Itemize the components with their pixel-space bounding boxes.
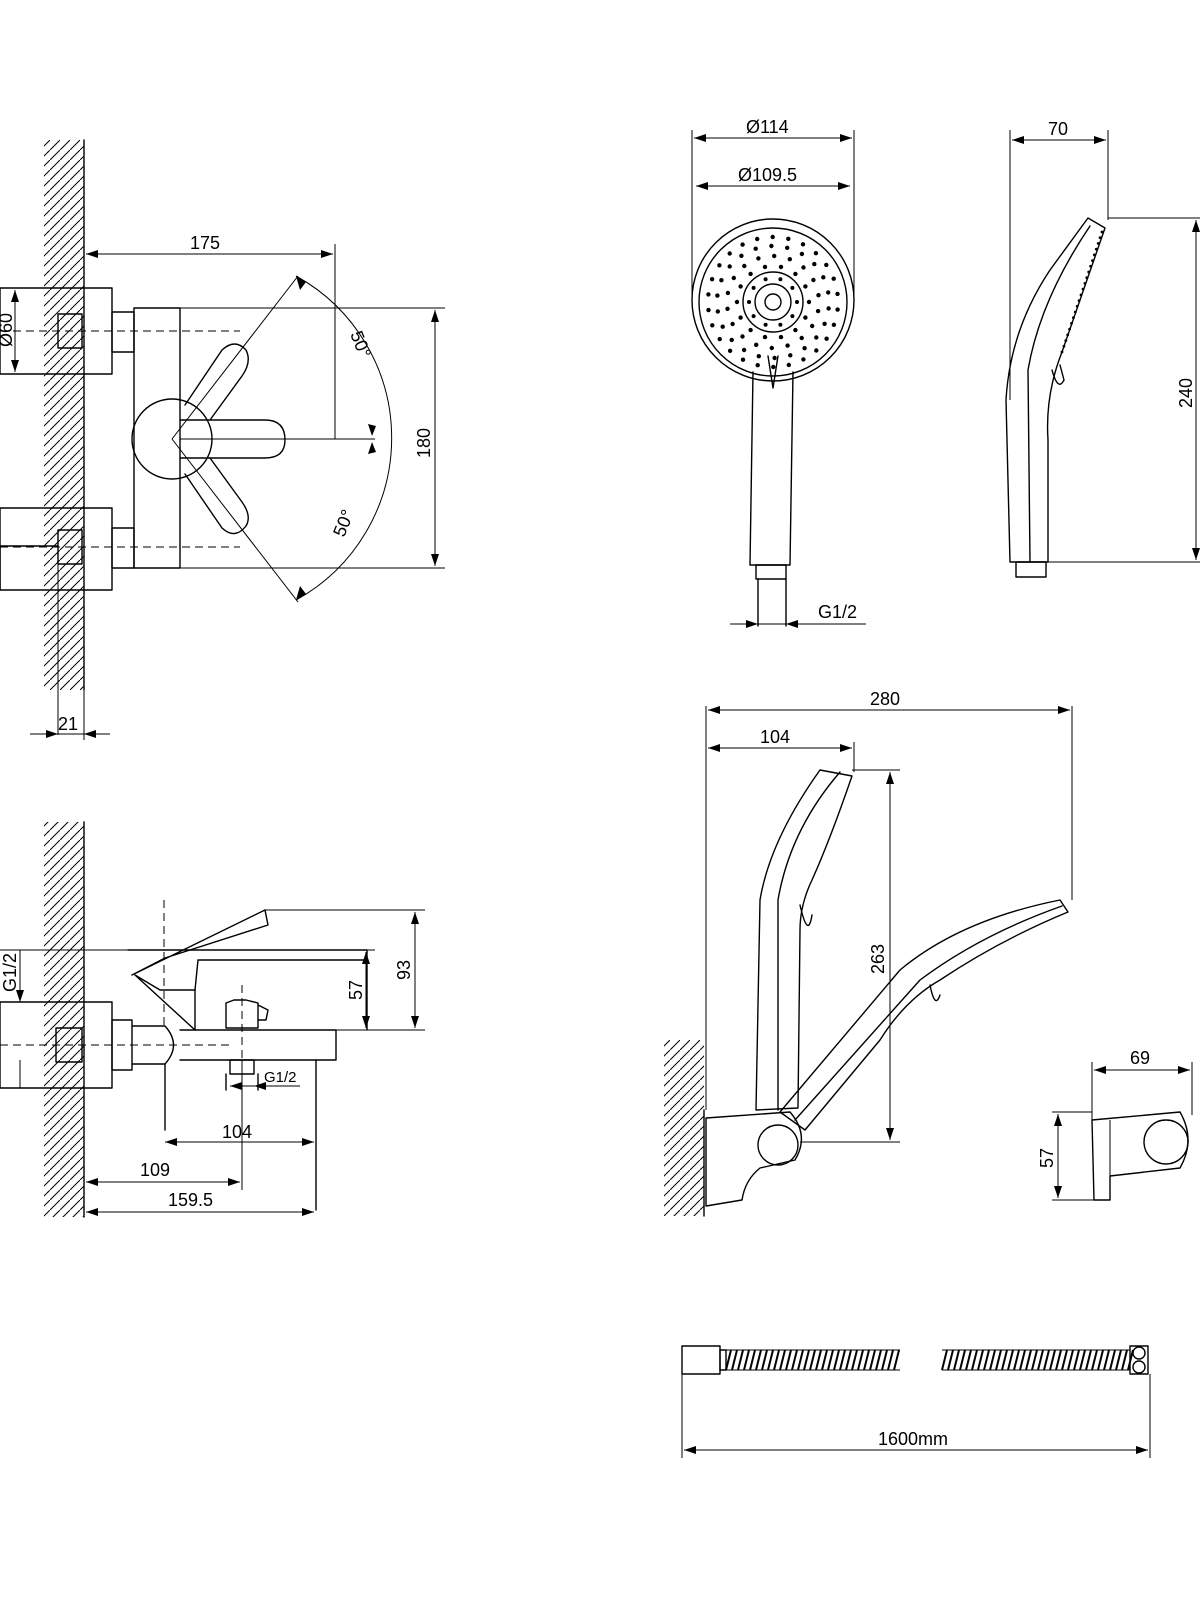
spray-holes [706, 234, 840, 370]
dim-21: 21 [58, 714, 78, 734]
dim-left-thread: G1/2 [0, 953, 20, 992]
dim-240: 240 [1176, 378, 1196, 408]
dim-104-side: 104 [222, 1122, 252, 1142]
dim-dia60: Ø60 [0, 313, 16, 347]
mixer-side-view: G1/2 G1/2 57 93 104 109 [0, 821, 425, 1218]
dim-dia114: Ø114 [746, 117, 789, 137]
shower-head-front-view: Ø114 Ø109.5 G1/2 [691, 117, 866, 628]
wall-hatch-holder [664, 1040, 704, 1216]
dim-dia109-5: Ø109.5 [738, 165, 797, 185]
dim-head-thread: G1/2 [818, 602, 857, 622]
dim-70: 70 [1048, 119, 1068, 139]
hose-view: 1600mm [681, 1345, 1151, 1458]
dim-104-holder: 104 [760, 727, 790, 747]
hose-coil-right [941, 1349, 1134, 1371]
dim-175: 175 [190, 233, 220, 253]
spray-edge [1060, 230, 1104, 354]
dim-93: 93 [394, 960, 414, 980]
dim-outlet-thread: G1/2 [264, 1069, 297, 1086]
dim-180: 180 [414, 428, 434, 458]
dim-280: 280 [870, 689, 900, 709]
dim-57-bracket: 57 [1037, 1148, 1057, 1168]
dim-109: 109 [140, 1160, 170, 1180]
hose-coil-left [725, 1349, 900, 1371]
angle-bottom: 50° [329, 507, 358, 540]
bracket-detail-view: 69 57 [1037, 1048, 1193, 1201]
wall-hatch-side [44, 822, 84, 1217]
dim-159-5: 159.5 [168, 1190, 213, 1210]
dim-1600mm: 1600mm [878, 1429, 948, 1449]
dim-263: 263 [868, 944, 888, 974]
mixer-front-view: 175 180 50° 50° Ø60 21 [0, 139, 445, 740]
holder-assembly-view: 280 104 263 [664, 689, 1073, 1217]
dim-57-side: 57 [346, 980, 366, 1000]
angle-top: 50° [346, 328, 375, 361]
wall-hatch [44, 140, 84, 690]
dim-69: 69 [1130, 1048, 1150, 1068]
shower-head-side-view: 70 240 [1005, 119, 1200, 578]
